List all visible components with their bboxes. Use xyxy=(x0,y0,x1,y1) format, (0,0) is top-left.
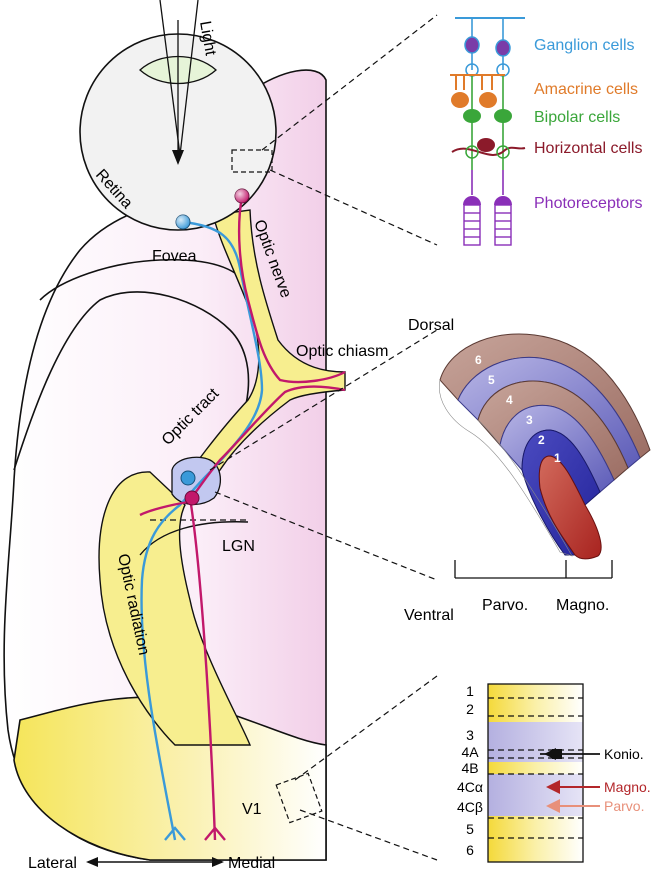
v1-layer-4c-beta: 4Cβ xyxy=(457,799,483,815)
label-horizontal-cells: Horizontal cells xyxy=(534,140,642,157)
label-bipolar-cells: Bipolar cells xyxy=(534,109,620,126)
label-light: Light xyxy=(196,20,219,58)
v1-layer-4c-alpha: 4Cα xyxy=(457,779,483,795)
parvo-arrow xyxy=(546,799,600,813)
lgn-layers-inset xyxy=(439,333,651,560)
photoreceptor-cell xyxy=(494,196,512,205)
label-fovea: Fovea xyxy=(152,248,197,265)
horizontal-cell xyxy=(477,138,495,152)
label-ventral: Ventral xyxy=(404,607,454,624)
lgn-layer-num-3: 3 xyxy=(526,413,533,427)
v1-layer-6: 6 xyxy=(466,842,474,858)
label-ganglion-cells: Ganglion cells xyxy=(534,37,635,54)
v1-layer-5: 5 xyxy=(466,821,474,837)
v1-band-lower xyxy=(488,816,583,862)
label-konio: Konio. xyxy=(604,746,644,762)
lgn-layer-1 xyxy=(538,455,602,560)
v1-layer-labels: 1 2 3 4A 4B 4Cα 4Cβ 5 6 xyxy=(457,683,483,858)
label-magno: Magno. xyxy=(556,597,609,614)
label-parvo: Parvo. xyxy=(482,597,528,614)
eye xyxy=(79,0,277,231)
lgn-layer-num-5: 5 xyxy=(488,373,495,387)
inset-connectors xyxy=(209,14,438,861)
v1-layer-1: 1 xyxy=(466,683,474,699)
label-amacrine-cells: Amacrine cells xyxy=(534,81,638,98)
v1-layer-4a: 4A xyxy=(461,744,479,760)
v1-band-3 xyxy=(488,722,583,762)
photoreceptor-cell xyxy=(463,196,481,205)
label-dorsal: Dorsal xyxy=(408,317,454,334)
ganglion-cell xyxy=(495,39,511,57)
amacrine-cell xyxy=(479,92,497,108)
v1-band-4c xyxy=(488,774,583,816)
optic-pathway-tract xyxy=(98,209,346,746)
v1-layer-2: 2 xyxy=(466,701,474,717)
v1-layer-4b: 4B xyxy=(461,760,478,776)
label-magno-v1: Magno. xyxy=(604,779,651,795)
v1-layers-inset xyxy=(487,683,584,863)
label-lgn: LGN xyxy=(222,538,255,555)
fiber-magenta xyxy=(139,188,346,841)
label-v1: V1 xyxy=(242,801,262,818)
magno-arrow xyxy=(546,780,600,794)
label-lateral: Lateral xyxy=(28,855,77,872)
label-medial: Medial xyxy=(228,855,275,872)
lgn-layer-num-2: 2 xyxy=(538,433,545,447)
label-parvo-v1: Parvo. xyxy=(604,798,644,814)
v1-band-4b xyxy=(488,762,583,774)
retina-inset xyxy=(450,17,526,246)
ganglion-cell xyxy=(464,36,480,54)
amacrine-cell xyxy=(451,92,469,108)
lgn-layer-numbers: 6 5 4 3 2 1 xyxy=(475,353,561,465)
lgn-layer-num-6: 6 xyxy=(475,353,482,367)
label-optic-chiasm: Optic chiasm xyxy=(296,343,388,360)
bipolar-cell xyxy=(463,109,481,123)
lgn-layer-num-1: 1 xyxy=(554,451,561,465)
v1-layer-3: 3 xyxy=(466,727,474,743)
bipolar-cell xyxy=(494,109,512,123)
label-photoreceptors: Photoreceptors xyxy=(534,195,643,212)
konio-arrow xyxy=(540,748,600,760)
lgn-layer-num-4: 4 xyxy=(506,393,513,407)
parvo-magno-bracket xyxy=(454,560,613,579)
